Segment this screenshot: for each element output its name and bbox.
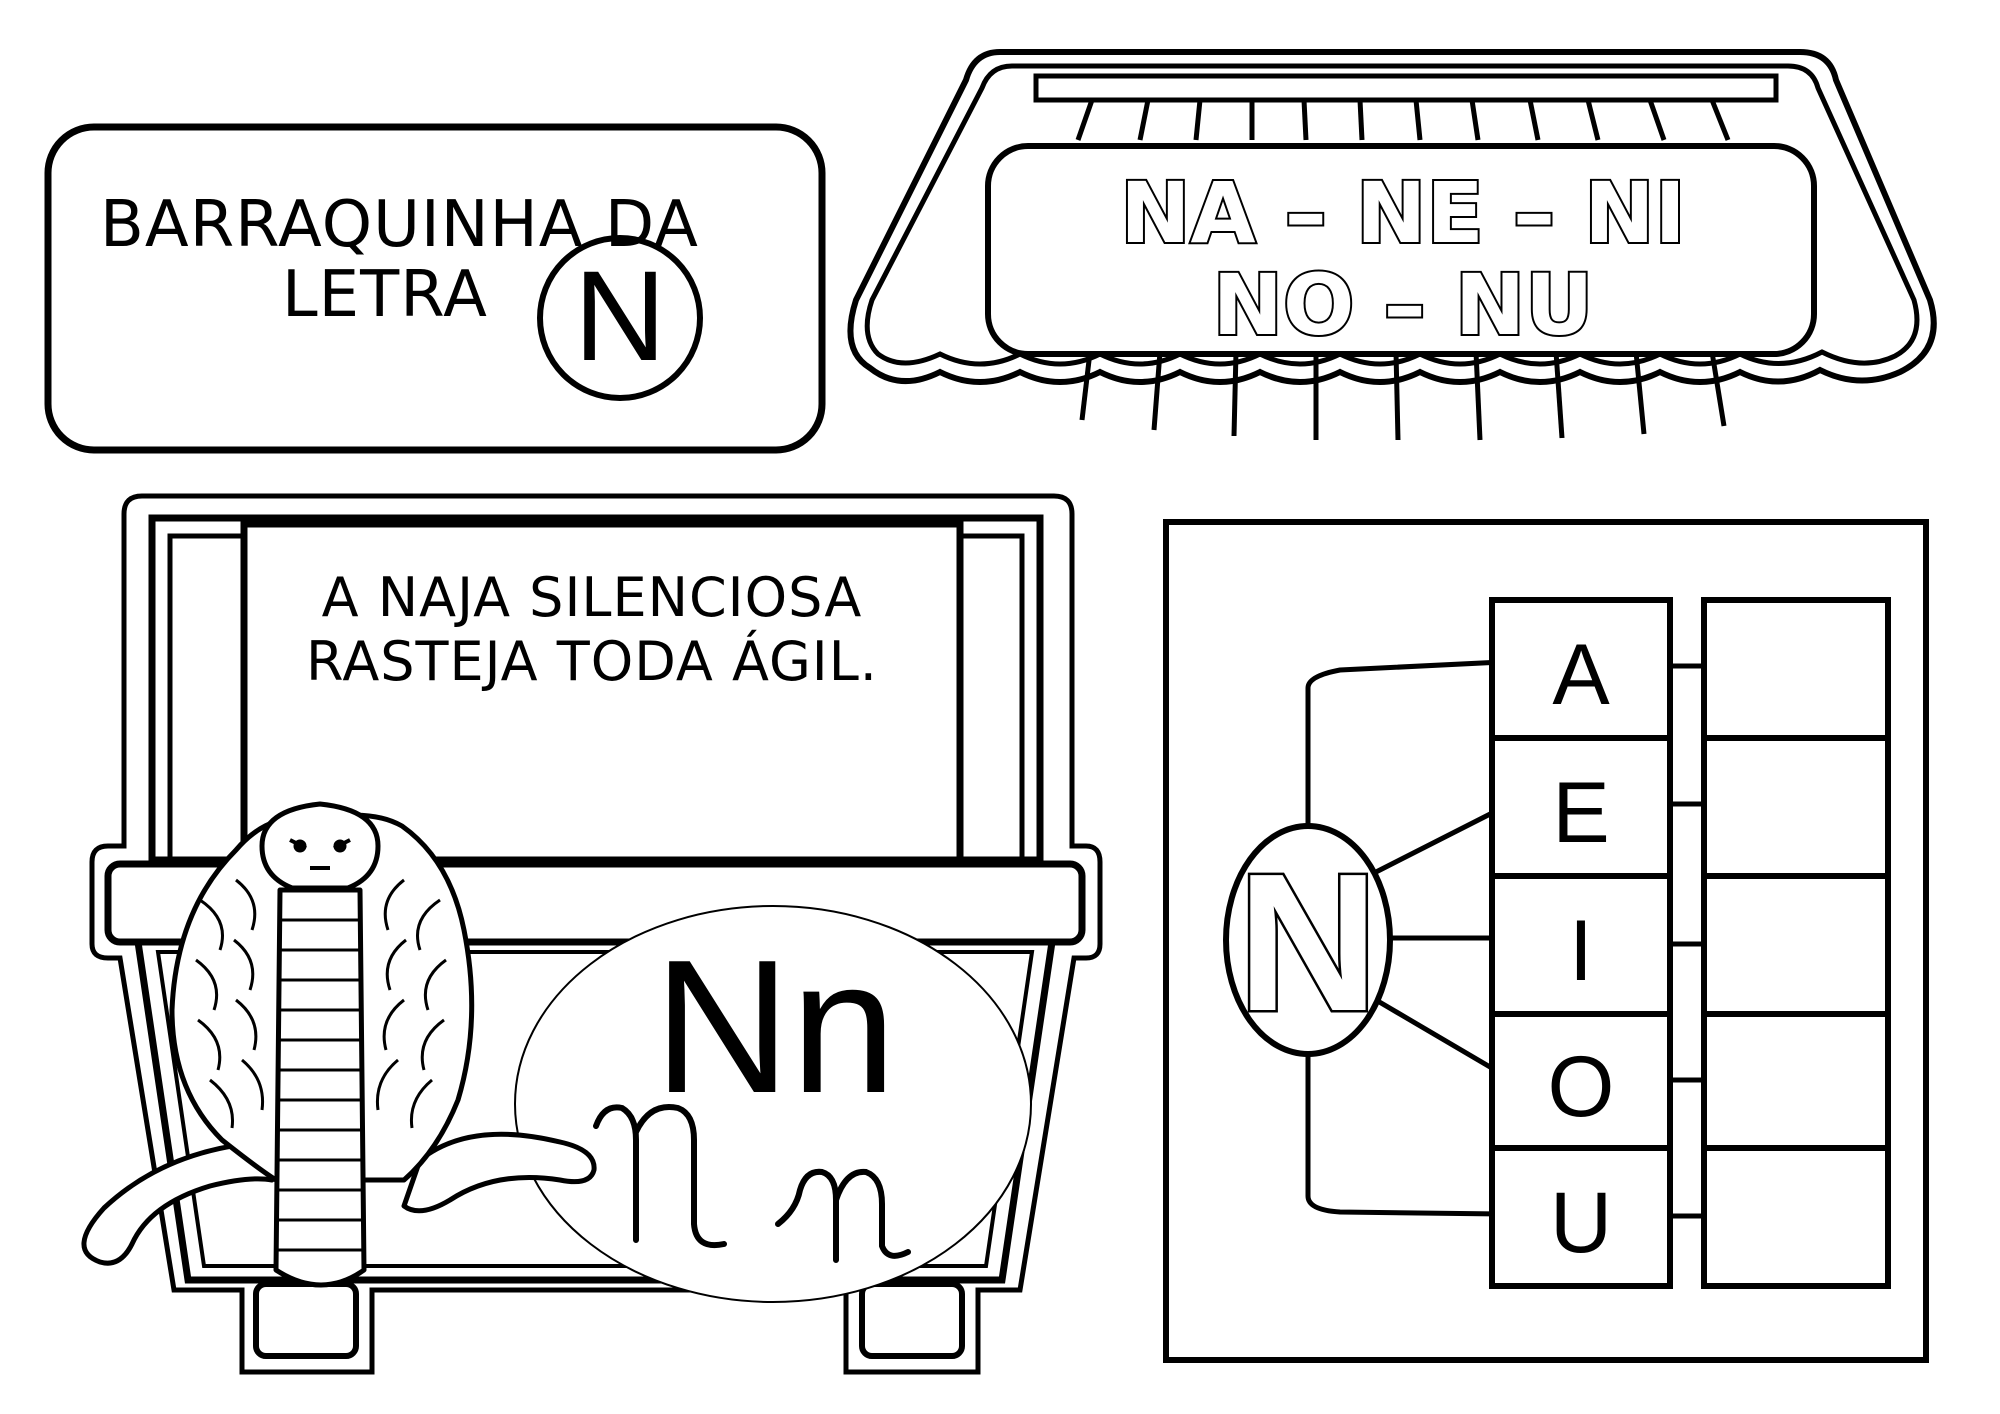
cursive-letters [593,1104,911,1263]
left-foot [253,1281,359,1359]
answer-box-nu[interactable] [1701,1145,1891,1289]
consonant-badge: N [1223,823,1393,1057]
vowel-o: O [1548,1039,1615,1135]
right-foot [859,1281,965,1359]
market-stand: A NAJA SILENCIOSA RASTEJA TODA ÁGIL. Nn … [81,493,1103,1375]
answer-column [1701,597,1891,1289]
vowel-e: E [1552,765,1609,861]
title-line-1: BARRAQUINHA DA [100,188,699,262]
answer-box-no[interactable] [1701,1011,1891,1151]
answer-box-ni[interactable] [1701,873,1891,1017]
syllables-line-2: NO – NU [1213,256,1594,354]
consonant-letter: N [1237,833,1379,1052]
awning: NA – NE – NI NO – NU [847,49,1937,441]
title-line-2: LETRA [282,258,488,332]
answer-box-ne[interactable] [1701,735,1891,879]
awning-outline [847,49,1937,385]
syllables-line-1: NA – NE – NI [1120,164,1686,262]
cobra-icon [81,801,597,1288]
syllable-chart: N A E I O U [1163,519,1929,1363]
vowel-u: U [1550,1175,1612,1271]
answer-box-na[interactable] [1701,597,1891,741]
sentence-board [240,520,964,864]
awning-stripes [1075,99,1731,441]
vowel-a: A [1552,627,1610,723]
letter-badge: N [537,235,703,401]
sentence-line-1: A NAJA SILENCIOSA [322,566,863,629]
letter-oval [514,905,1032,1303]
sentence-line-2: RASTEJA TODA ÁGIL. [306,630,878,693]
print-letters: Nn [654,921,897,1133]
title-card: BARRAQUINHA DA LETRA N [44,123,826,454]
vowel-column: A E I O U [1489,597,1673,1289]
syllable-sign [985,143,1817,357]
vowel-i: I [1569,903,1593,999]
letter-badge-letter: N [574,245,666,388]
